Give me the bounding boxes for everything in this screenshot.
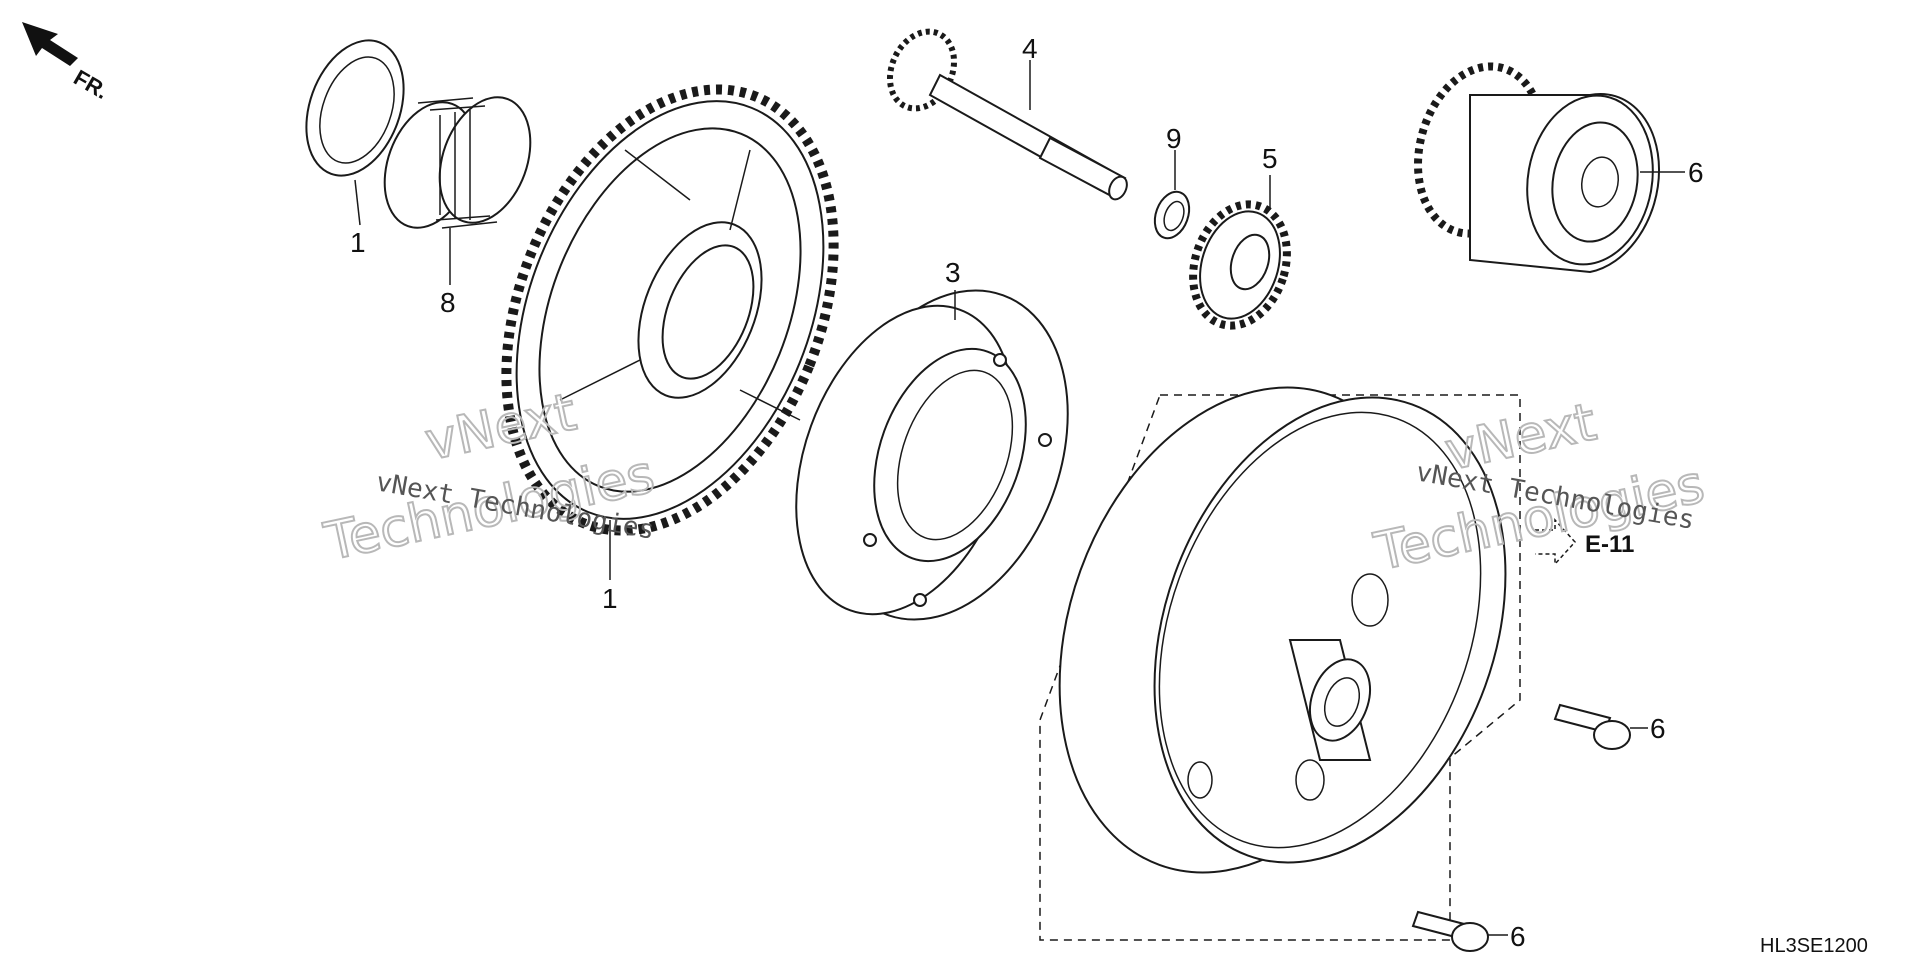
front-direction-arrow-icon	[22, 22, 78, 66]
callout-8: 8	[440, 287, 456, 318]
reference-arrow-icon	[1535, 518, 1577, 566]
part-3-idle-shaft	[886, 28, 1128, 201]
callout-1: 1	[602, 583, 618, 614]
callout-5: 6	[1688, 157, 1704, 188]
part-6-bolt-lower	[1411, 910, 1489, 952]
part-2-starter-clutch	[795, 289, 1069, 621]
part-8-needle-bearing	[383, 96, 532, 229]
part-9-snap-ring	[1153, 190, 1191, 240]
part-7-washer	[305, 39, 405, 177]
drawing-code: HL3SE1200	[1760, 935, 1868, 957]
callout-6-lower: 6	[1510, 921, 1526, 952]
callout-4: 5	[1262, 143, 1278, 174]
callout-2: 3	[945, 257, 961, 288]
part-4-idle-gear	[1189, 200, 1291, 330]
part-5-gear-assembly	[1414, 62, 1661, 274]
part-6-bolt-upper	[1553, 703, 1631, 750]
callout-7: 1	[350, 227, 366, 258]
reference-label: E-11	[1585, 531, 1634, 558]
flywheel-assembly	[1039, 386, 1521, 941]
callout-3: 4	[1022, 33, 1038, 64]
part-1-starter-driven-gear	[501, 84, 839, 536]
callout-9: 9	[1166, 123, 1182, 154]
callout-6-upper: 6	[1650, 713, 1666, 744]
front-direction-label: FR.	[70, 65, 113, 104]
